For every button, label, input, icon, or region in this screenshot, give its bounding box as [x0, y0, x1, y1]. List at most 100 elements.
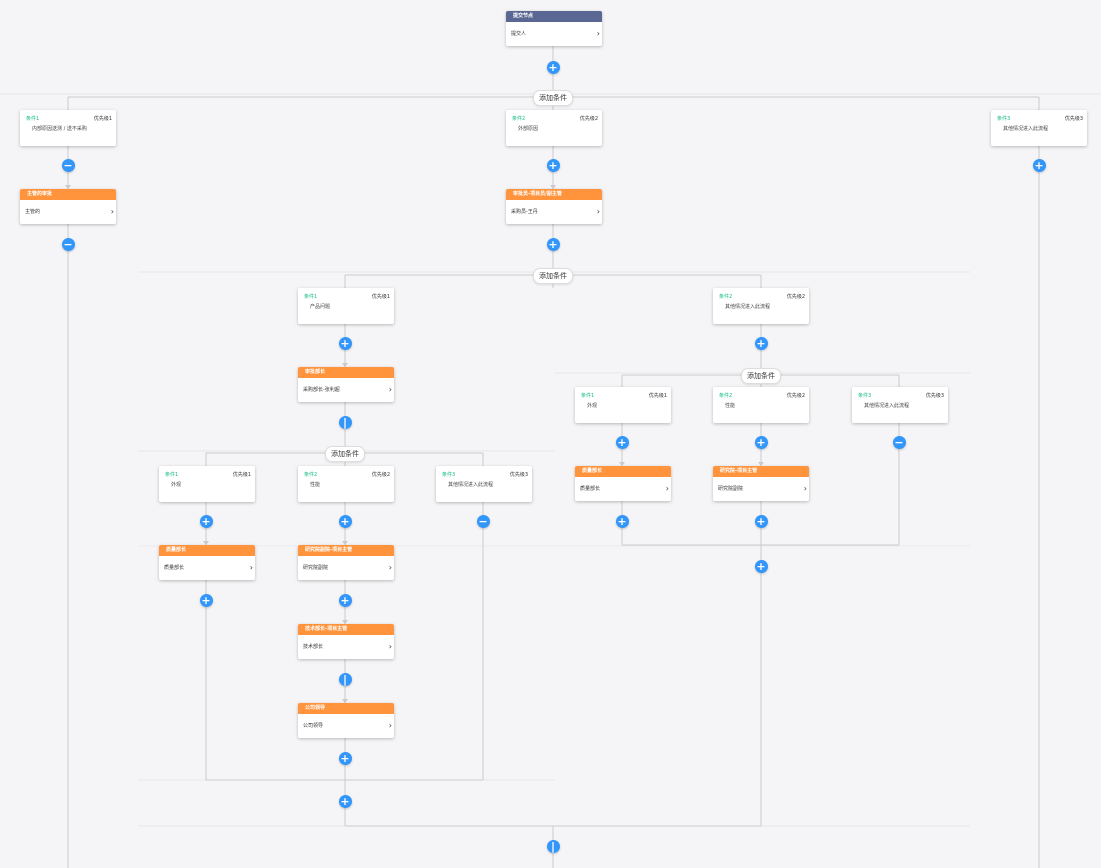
- arrow-head-icon: [342, 363, 348, 367]
- approver-node[interactable]: 研究院副院-项目主管 研究院副院›: [298, 545, 394, 580]
- pause-node-button[interactable]: |: [338, 415, 352, 429]
- condition-name: 条件1: [26, 116, 40, 122]
- approver-subtitle: 采购部长-张利超: [303, 387, 340, 393]
- approver-node[interactable]: 技术部长-项目主管 技术部长›: [298, 624, 394, 659]
- condition-node[interactable]: 条件3 优先级3 其他情况进入此流程: [852, 387, 948, 423]
- approver-title: 主管的审批: [20, 189, 116, 200]
- chevron-right-icon: ›: [596, 29, 600, 38]
- add-node-button[interactable]: +: [754, 559, 768, 573]
- condition-node[interactable]: 条件2 优先级2 其他情况进入此流程: [713, 288, 809, 324]
- approver-title: 研究院-项目主管: [713, 466, 809, 477]
- approver-node[interactable]: 主管的审批 主管的 ›: [20, 189, 116, 224]
- remove-node-button[interactable]: −: [476, 514, 490, 528]
- condition-node[interactable]: 条件1 优先级1 产品问题: [298, 288, 394, 324]
- approver-subtitle: 质量部长: [164, 565, 185, 571]
- add-node-button[interactable]: +: [754, 336, 768, 350]
- approver-subtitle: 研究院副院: [303, 565, 329, 571]
- add-node-button[interactable]: +: [615, 514, 629, 528]
- approver-title: 质量部长: [159, 545, 255, 556]
- pause-node-button[interactable]: |: [338, 672, 352, 686]
- add-condition-button[interactable]: 添加条件: [533, 268, 573, 284]
- condition-name: 条件1: [581, 393, 595, 399]
- condition-node[interactable]: 条件2 优先级2 性能: [713, 387, 809, 423]
- approver-node[interactable]: 质量部长 质量部长›: [159, 545, 255, 580]
- arrow-head-icon: [550, 185, 556, 189]
- approver-node[interactable]: 质量部长 质量部长›: [575, 466, 671, 501]
- condition-name: 条件2: [719, 393, 733, 399]
- condition-priority: 优先级1: [232, 472, 251, 478]
- approver-title: 审批员-项目员/副主管: [506, 189, 602, 200]
- approver-subtitle: 主管的: [25, 209, 41, 215]
- add-node-button[interactable]: +: [546, 60, 560, 74]
- approver-node[interactable]: 审批部长 采购部长-张利超›: [298, 367, 394, 402]
- approver-subtitle: 研究院副院: [718, 486, 744, 492]
- remove-node-button[interactable]: −: [61, 237, 75, 251]
- add-node-button[interactable]: +: [754, 435, 768, 449]
- add-condition-button[interactable]: 添加条件: [741, 368, 781, 384]
- condition-priority: 优先级1: [93, 116, 112, 122]
- remove-node-button[interactable]: −: [892, 435, 906, 449]
- condition-description: 其他情况进入此流程: [1003, 126, 1049, 132]
- add-node-button[interactable]: +: [546, 158, 560, 172]
- remove-node-button[interactable]: −: [61, 158, 75, 172]
- chevron-right-icon: ›: [596, 207, 600, 216]
- condition-node[interactable]: 条件2 优先级2 外部原因: [506, 110, 602, 146]
- condition-name: 条件3: [442, 472, 456, 478]
- arrow-head-icon: [342, 699, 348, 703]
- condition-name: 条件2: [512, 116, 526, 122]
- approver-subtitle: 技术部长: [303, 644, 324, 650]
- approver-title: 技术部长-项目主管: [298, 624, 394, 635]
- add-condition-button[interactable]: 添加条件: [325, 446, 365, 462]
- arrow-head-icon: [758, 462, 764, 466]
- add-node-button[interactable]: +: [199, 593, 213, 607]
- condition-node[interactable]: 条件3 优先级3 其他情况进入此流程: [991, 110, 1087, 146]
- add-node-button[interactable]: +: [754, 514, 768, 528]
- approver-node[interactable]: 审批员-项目员/副主管 采购员-王丹›: [506, 189, 602, 224]
- condition-description: 其他情况进入此流程: [864, 403, 910, 409]
- condition-priority: 优先级2: [579, 116, 598, 122]
- condition-node[interactable]: 条件3 优先级3 其他情况进入此流程: [436, 466, 532, 502]
- condition-priority: 优先级1: [371, 294, 390, 300]
- approver-title: 研究院副院-项目主管: [298, 545, 394, 556]
- add-node-button[interactable]: +: [546, 237, 560, 251]
- chevron-right-icon: ›: [665, 484, 669, 493]
- add-node-button[interactable]: +: [1032, 158, 1046, 172]
- add-condition-button[interactable]: 添加条件: [533, 90, 573, 106]
- add-node-button[interactable]: +: [199, 514, 213, 528]
- approver-title: 公司领导: [298, 703, 394, 714]
- condition-priority: 优先级3: [1064, 116, 1083, 122]
- condition-description: 外部原因: [518, 126, 539, 132]
- approver-subtitle: 公司领导: [303, 723, 324, 729]
- add-node-button[interactable]: +: [338, 514, 352, 528]
- approver-title: 质量部长: [575, 466, 671, 477]
- start-node-subtitle: 提交人: [511, 31, 527, 37]
- condition-node[interactable]: 条件1 优先级1 内部原因送测 / 送不采购: [20, 110, 116, 146]
- approver-node[interactable]: 公司领导 公司领导›: [298, 703, 394, 738]
- start-node[interactable]: 提交节点 提交人›: [506, 11, 602, 46]
- condition-priority: 优先级2: [786, 393, 805, 399]
- condition-priority: 优先级2: [786, 294, 805, 300]
- condition-node[interactable]: 条件1 优先级1 外观: [159, 466, 255, 502]
- condition-description: 其他情况进入此流程: [725, 304, 771, 310]
- add-node-button[interactable]: +: [338, 751, 352, 765]
- condition-node[interactable]: 条件2 优先级2 性能: [298, 466, 394, 502]
- arrow-head-icon: [65, 185, 71, 189]
- condition-name: 条件2: [304, 472, 318, 478]
- add-node-button[interactable]: +: [338, 794, 352, 808]
- pause-node-button[interactable]: |: [546, 839, 560, 853]
- condition-name: 条件2: [719, 294, 733, 300]
- add-node-button[interactable]: +: [615, 435, 629, 449]
- approver-title: 审批部长: [298, 367, 394, 378]
- condition-description: 外观: [587, 403, 598, 409]
- condition-node[interactable]: 条件1 优先级1 外观: [575, 387, 671, 423]
- chevron-right-icon: ›: [110, 207, 114, 216]
- chevron-right-icon: ›: [803, 484, 807, 493]
- arrow-head-icon: [342, 541, 348, 545]
- add-node-button[interactable]: +: [338, 593, 352, 607]
- add-node-button[interactable]: +: [338, 336, 352, 350]
- approver-node[interactable]: 研究院-项目主管 研究院副院 ›: [713, 466, 809, 501]
- condition-description: 性能: [310, 482, 321, 488]
- condition-name: 条件3: [997, 116, 1011, 122]
- condition-description: 其他情况进入此流程: [448, 482, 494, 488]
